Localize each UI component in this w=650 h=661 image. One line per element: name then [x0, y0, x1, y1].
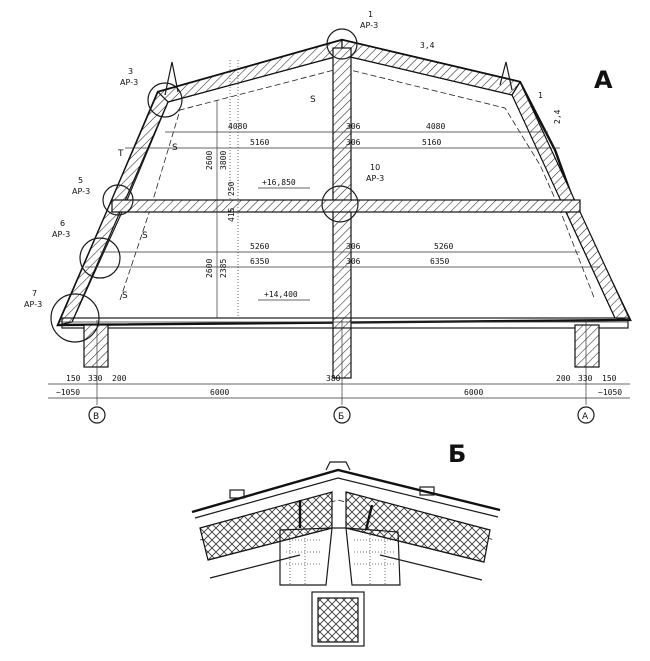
dim-v-2600-lower: 2600 — [205, 259, 214, 278]
dim-left-offset: ~1050 — [56, 388, 80, 397]
detail-circle-3 — [147, 82, 183, 118]
callout-5-ref: АР-3 — [72, 187, 90, 196]
dim-top-right: 4080 — [426, 122, 445, 131]
detail-circle-7 — [50, 293, 100, 343]
callout-5-num: 5 — [78, 176, 83, 185]
mark-s-4: S — [122, 291, 128, 301]
detail-circle-5 — [102, 184, 134, 216]
dim-right-offset: ~1050 — [598, 388, 622, 397]
dim-base-center: 380 — [326, 374, 341, 383]
detail-circle-6 — [79, 237, 121, 279]
dim-upper-left: 5160 — [250, 138, 269, 147]
vent-right — [499, 61, 513, 91]
dim-v-415: 415 — [227, 207, 236, 222]
left-wall — [83, 324, 109, 368]
section-a-drawing — [48, 38, 632, 405]
axis-bubble-right — [577, 406, 595, 424]
callout-1-num: 1 — [368, 10, 373, 19]
dim-top-center: 306 — [346, 122, 361, 131]
lower-floor-slab — [61, 317, 629, 329]
section-label-b: Б — [448, 440, 466, 468]
dim-v-3800: 3800 — [219, 151, 228, 170]
callout-side-num: 1 — [538, 91, 543, 100]
callout-1-ref: АР-3 — [360, 21, 378, 30]
axis-label-center: Б — [338, 412, 344, 422]
callout-3-ref: АР-3 — [120, 78, 138, 87]
callout-10-num: 10 — [370, 163, 380, 172]
dim-top-left: 4080 — [228, 122, 247, 131]
dim-upper-center: 306 — [346, 138, 361, 147]
right-wall — [574, 324, 600, 368]
dim-mid-left: 5260 — [250, 242, 269, 251]
detail-b-drawing — [191, 461, 501, 647]
callout-6-num: 6 — [60, 219, 65, 228]
dim-v-2600-upper: 2600 — [205, 151, 214, 170]
attic-floor-slab — [111, 199, 581, 213]
dim-v-250: 250 — [227, 181, 236, 196]
mark-s-1: S — [310, 95, 316, 105]
mark-s-2: S — [172, 143, 178, 153]
dim-base-right: 6000 — [464, 388, 483, 397]
dim-low-right: 6350 — [430, 257, 449, 266]
dim-v-2385: 2385 — [219, 259, 228, 278]
section-label-a: А — [594, 66, 613, 94]
detail-center-post — [311, 591, 365, 647]
callout-3-num: 3 — [128, 67, 133, 76]
elevation-lower: +14,400 — [264, 290, 298, 299]
callout-7-ref: АР-3 — [24, 300, 42, 309]
dim-right-c: 150 — [602, 374, 617, 383]
dim-upper-right: 5160 — [422, 138, 441, 147]
callout-7-num: 7 — [32, 289, 37, 298]
mark-s-3: S — [142, 231, 148, 241]
axis-label-right: А — [582, 412, 589, 422]
dim-low-center: 306 — [346, 257, 361, 266]
dim-left-a: 150 — [66, 374, 81, 383]
elevation-upper: +16,850 — [262, 178, 296, 187]
dim-base-left: 6000 — [210, 388, 229, 397]
dim-right-b: 330 — [578, 374, 593, 383]
callout-10-ref: АР-3 — [366, 174, 384, 183]
ridge-cap — [325, 461, 351, 471]
vent-left — [164, 61, 179, 96]
detail-insulation-left — [199, 491, 333, 561]
mark-t: T — [117, 149, 124, 159]
slope-top: 3,4 — [420, 41, 435, 50]
axis-bubble-left — [88, 406, 106, 424]
roof-insulation-left — [156, 39, 343, 103]
callout-6-ref: АР-3 — [52, 230, 70, 239]
dim-mid-center: 306 — [346, 242, 361, 251]
axis-bubble-center — [333, 406, 351, 424]
slope-side: 2,4 — [553, 109, 562, 124]
dim-low-left: 6350 — [250, 257, 269, 266]
detail-circle-10 — [321, 185, 359, 223]
dim-left-b: 330 — [88, 374, 103, 383]
dim-left-c: 200 — [112, 374, 127, 383]
dim-mid-right: 5260 — [434, 242, 453, 251]
detail-circle-1 — [326, 28, 358, 60]
dim-right-a: 200 — [556, 374, 571, 383]
axis-label-left: В — [93, 412, 99, 422]
